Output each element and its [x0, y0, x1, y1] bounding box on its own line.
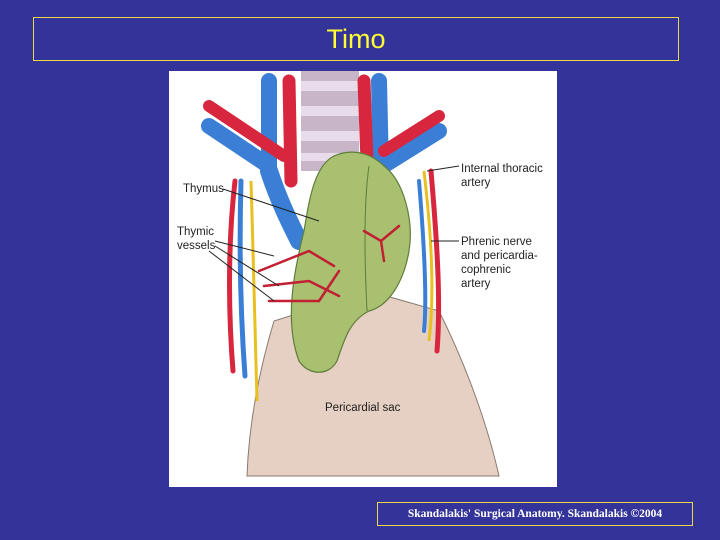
leader-lines [208, 165, 460, 302]
thymus-gland [290, 151, 411, 373]
thymus-lobe-divider [364, 165, 370, 312]
left-phrenic-nerve [249, 180, 259, 402]
label-thymic-vessels-1: Thymic [177, 226, 214, 238]
label-thymic-vessels-2: vessels [177, 240, 216, 252]
trachea [301, 71, 359, 171]
title-frame: Timo [33, 17, 679, 61]
pericardial-sac [246, 290, 500, 477]
label-phrenic-3: cophrenic [461, 264, 511, 276]
right-arteries [357, 74, 445, 354]
right-phrenic-nerve [422, 170, 434, 342]
slide-title: Timo [326, 23, 386, 54]
thymic-vessels [257, 224, 401, 303]
left-arteries [203, 74, 298, 374]
label-thymus: Thymus [183, 183, 224, 195]
thymus-anatomy-figure: Thymus Thymic vessels Internal thoracic … [169, 71, 557, 487]
label-internal-thoracic-1: Internal thoracic [461, 163, 543, 175]
label-internal-thoracic-2: artery [461, 177, 491, 189]
label-phrenic-4: artery [461, 278, 491, 290]
label-pericardial-sac: Pericardial sac [325, 402, 401, 414]
label-phrenic-2: and pericardia- [461, 250, 538, 262]
credit-text: Skandalakis' Surgical Anatomy. Skandalak… [407, 508, 663, 520]
right-veins [371, 73, 447, 333]
label-phrenic-1: Phrenic nerve [461, 236, 532, 248]
credit-frame: Skandalakis' Surgical Anatomy. Skandalak… [377, 502, 693, 526]
anatomy-illustration: Thymus Thymic vessels Internal thoracic … [177, 71, 543, 477]
